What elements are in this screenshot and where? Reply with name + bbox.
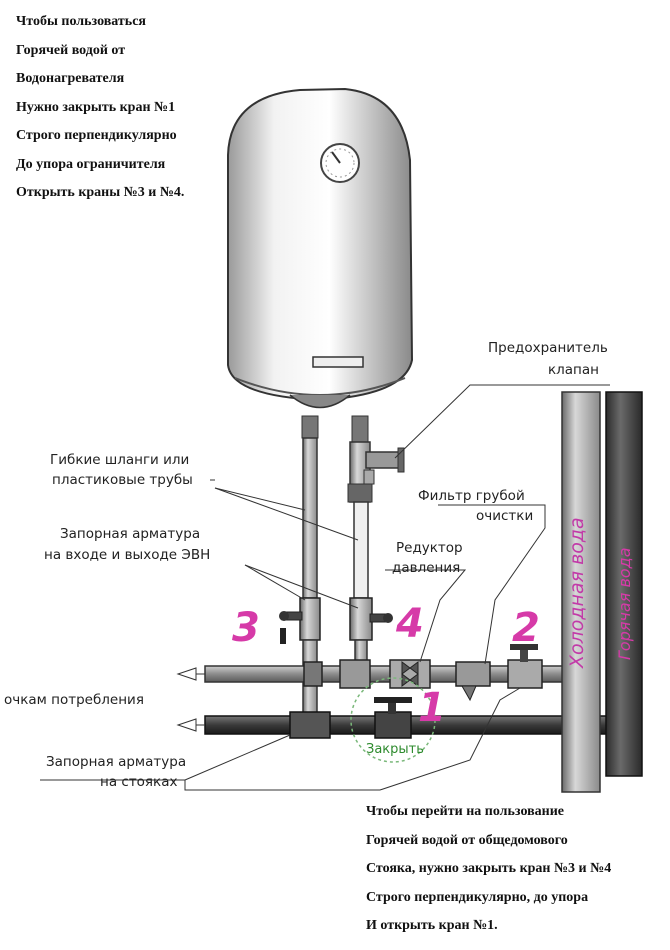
label-filter-1: Фильтр грубой — [418, 488, 525, 504]
instruction-line: Водонагревателя — [16, 71, 125, 86]
cold-hose — [353, 501, 369, 599]
label-reducer-2: давления — [392, 560, 461, 576]
cold-main-pipe — [176, 665, 566, 683]
instruction-line: Горячей водой от — [16, 42, 126, 58]
instruction-line: Строго перпендикулярно, до упора — [366, 889, 589, 905]
instruction-line: Нужно закрыть кран №1 — [16, 99, 176, 115]
tank-nameplate — [312, 356, 364, 368]
label-shutoff-risers-1: Запорная арматура — [46, 754, 187, 770]
label-shutoff-ewh-2: на входе и выходе ЭВН — [44, 547, 211, 563]
label-hoses-2: пластиковые трубы — [52, 472, 193, 488]
water-heater-tank — [227, 87, 414, 409]
instruction-line: Чтобы пользоваться — [16, 14, 146, 29]
label-consumers: очкам потребления — [4, 692, 144, 708]
hot-water-riser — [605, 391, 643, 777]
safety-valve — [347, 441, 405, 503]
leader-lines — [40, 384, 610, 791]
coarse-filter — [455, 661, 491, 702]
label-safety-valve-1: Предохранитель — [488, 340, 608, 356]
instruction-line: Горячей водой от общедомового — [366, 832, 568, 848]
label-shutoff-risers-2: на стояках — [100, 774, 178, 790]
label-shutoff-ewh-1: Запорная арматура — [60, 526, 201, 542]
valve-4[interactable] — [349, 597, 393, 641]
valve-1[interactable] — [350, 677, 436, 763]
valve-2[interactable] — [507, 644, 543, 689]
label-reducer-1: Редуктор — [396, 540, 463, 556]
instruction-line: И открыть кран №1. — [366, 918, 498, 933]
label-hot-water: Горячая вода — [615, 547, 634, 660]
valve-number-1: 1 — [418, 685, 446, 731]
label-cold-water: Холодная вода — [566, 517, 588, 668]
thermometer-gauge-icon — [320, 143, 360, 183]
instructions-top: Чтобы пользоваться Горячей водой от Водо… — [16, 8, 184, 208]
instructions-bottom: Чтобы перейти на пользование Горячей вод… — [366, 798, 611, 941]
instruction-line: Открыть краны №3 и №4. — [16, 185, 185, 200]
valve-number-3: 3 — [232, 605, 260, 651]
valve-3[interactable] — [279, 597, 321, 644]
hot-hose — [302, 437, 318, 599]
valve-number-4: 4 — [396, 601, 424, 647]
pressure-reducer — [389, 659, 431, 689]
label-close: Закрыть — [366, 742, 424, 757]
valve-number-2: 2 — [512, 605, 540, 651]
instruction-line: Строго перпендикулярно — [16, 128, 177, 143]
instruction-line: До упора ограничителя — [16, 156, 166, 172]
label-hoses-1: Гибкие шланги или — [50, 452, 190, 468]
label-safety-valve-2: клапан — [548, 362, 599, 378]
instruction-line: Стояка, нужно закрыть кран №3 и №4 — [366, 861, 612, 876]
cold-water-riser — [561, 391, 601, 793]
instruction-line: Чтобы перейти на пользование — [366, 804, 564, 819]
label-filter-2: очистки — [476, 508, 534, 524]
